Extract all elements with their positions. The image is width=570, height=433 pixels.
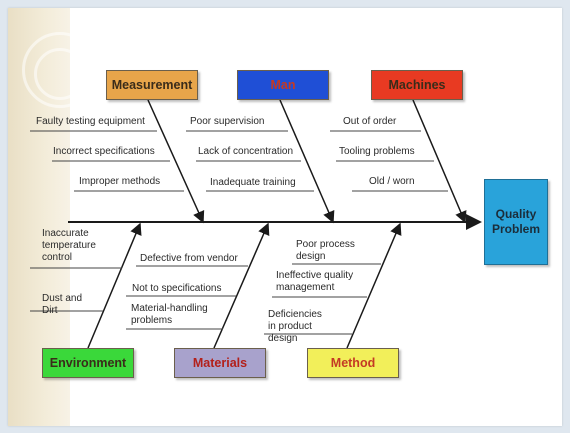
cause-dust-and-dirt: Dust and Dirt [42, 293, 83, 316]
effect-line-1: Quality [495, 207, 537, 221]
bone-man [279, 99, 335, 224]
bone-environment [87, 222, 142, 349]
cause-deficiencies-in-product-design: Deficiencies in product design [268, 309, 322, 344]
cause-poor-supervision: Poor supervision [190, 116, 265, 127]
cause-out-of-order: Out of order [343, 116, 397, 127]
category-man: Man [237, 70, 329, 100]
bone-materials [213, 222, 270, 349]
bone-method [346, 222, 402, 349]
cause-inaccurate-temperature-control: Inaccurate temperature control [42, 228, 96, 263]
cause-old-worn: Old / worn [369, 176, 415, 187]
decorative-ring [22, 32, 98, 108]
cause-not-to-specifications: Not to specifications [132, 283, 222, 294]
cause-material-handling-problems: Material-handling problems [131, 303, 208, 326]
effect-line-2: Problem [491, 222, 540, 236]
category-environment: Environment [42, 348, 134, 378]
category-materials: Materials [174, 348, 266, 378]
category-machines: Machines [371, 70, 463, 100]
cause-incorrect-specifications: Incorrect specifications [53, 146, 155, 157]
cause-inadequate-training: Inadequate training [210, 177, 296, 188]
category-method: Method [307, 348, 399, 378]
cause-ineffective-quality-management: Ineffective quality management [276, 270, 354, 293]
bone-measurement [147, 99, 205, 224]
cause-tooling-problems: Tooling problems [339, 146, 415, 157]
cause-defective-from-vendor: Defective from vendor [140, 253, 238, 264]
decorative-ring [34, 48, 86, 100]
cause-improper-methods: Improper methods [79, 176, 161, 187]
cause-lack-of-concentration: Lack of concentration [198, 146, 294, 157]
cause-poor-process-design: Poor process design [296, 239, 355, 262]
cause-faulty-testing-equipment: Faulty testing equipment [36, 116, 145, 127]
category-measurement: Measurement [106, 70, 198, 100]
bone-machines [412, 99, 467, 224]
effect-quality-problem: Quality Problem [484, 179, 548, 265]
